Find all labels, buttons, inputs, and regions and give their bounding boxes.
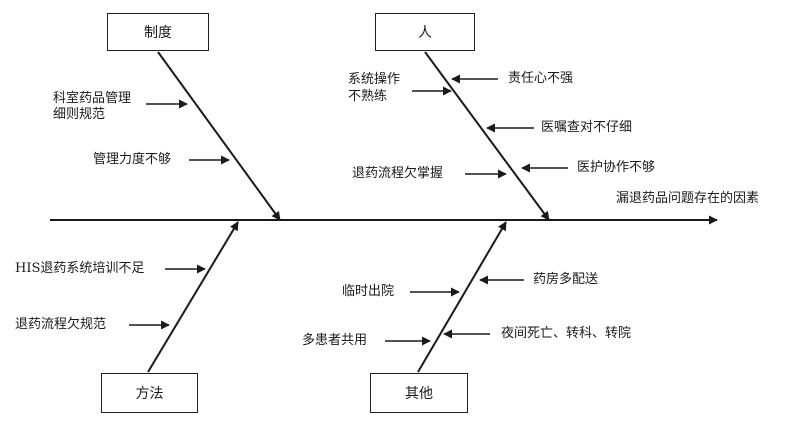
effect-label: 漏退药品问题存在的因素 <box>616 191 760 206</box>
category-system-label: 制度 <box>144 25 172 41</box>
method-cause-2: 退药流程欠规范 <box>15 317 107 332</box>
people-cause-1a: 系统操作 <box>348 72 401 87</box>
category-method-label: 方法 <box>135 386 164 402</box>
system-cause-2: 管理力度不够 <box>93 152 172 167</box>
bone-people <box>424 51 550 221</box>
category-system-box: 制度 <box>107 13 209 51</box>
people-cause-5: 医护协作不够 <box>577 160 656 175</box>
system-cause-1a: 科室药品管理 <box>53 91 132 106</box>
people-cause-1b: 不熟练 <box>348 89 388 104</box>
other-cause-3: 多患者共用 <box>302 333 368 348</box>
category-other-box: 其他 <box>370 373 468 413</box>
people-cause-4: 退药流程欠掌握 <box>352 166 444 181</box>
category-method-box: 方法 <box>101 373 198 413</box>
people-cause-2: 责任心不强 <box>508 71 574 86</box>
category-other-label: 其他 <box>405 386 433 402</box>
bone-other <box>417 221 507 373</box>
other-cause-2: 药房多配送 <box>533 272 599 287</box>
people-cause-3: 医嘱查对不仔细 <box>541 120 633 135</box>
bone-method <box>147 221 239 373</box>
other-cause-4: 夜间死亡、转科、转院 <box>501 326 632 341</box>
bone-system <box>157 51 281 221</box>
category-people-box: 人 <box>375 13 475 51</box>
method-cause-1: HIS退药系统培训不足 <box>15 261 145 276</box>
category-people-label: 人 <box>418 25 432 41</box>
other-cause-1: 临时出院 <box>342 284 395 299</box>
system-cause-1b: 细则规范 <box>53 107 106 122</box>
